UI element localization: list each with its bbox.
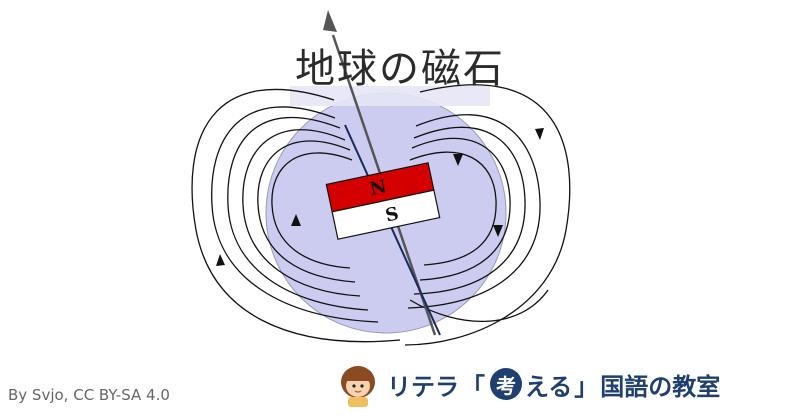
title-band (290, 86, 490, 106)
magnet-north-label: N (368, 176, 388, 200)
brand-part1: リテラ (387, 372, 459, 401)
brand-part2: える (525, 372, 573, 401)
child-avatar-icon (335, 360, 381, 408)
brand-circle-char: 考 (490, 368, 522, 400)
image-credit: By Svjo, CC BY-SA 4.0 (8, 386, 170, 404)
magnet-south (331, 189, 441, 240)
arrow-right-outer (535, 128, 544, 140)
brand-bracket-close: 」 (574, 372, 599, 401)
arrow-left-outer (216, 254, 225, 266)
brand-logo: リテラ 「 考 える 」 国語の教室 (335, 358, 720, 410)
axis-arrowhead (323, 10, 337, 32)
arrow-left-inner (291, 214, 301, 226)
field-lines-right (407, 114, 541, 309)
arrow-right-mid (493, 225, 503, 237)
magnet-south-label: S (384, 203, 401, 226)
magnetic-axis (344, 124, 441, 336)
page-title: 地球の磁石 (295, 46, 505, 92)
brand-part3: 国語の教室 (600, 372, 721, 401)
bar-magnet: N S (325, 162, 441, 240)
arrow-right-inner (453, 154, 463, 166)
field-lines-left (211, 106, 379, 323)
field-arrows (216, 128, 544, 266)
brand-name: リテラ 「 考 える 」 国語の教室 (387, 367, 720, 402)
brand-bracket-open: 「 (461, 372, 485, 401)
